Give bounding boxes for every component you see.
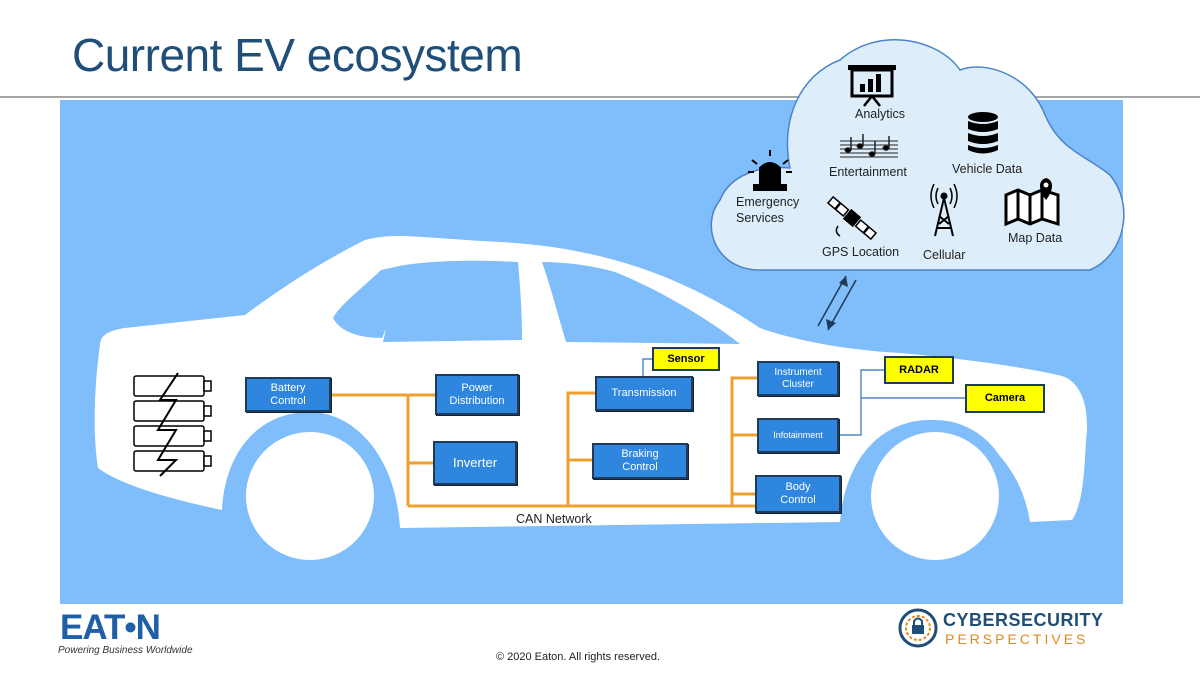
presentation-board-icon [848,65,896,107]
radar-box: RADAR [884,356,954,384]
cloud-label-cellular: Cellular [923,248,966,262]
cloud-label-emergency-services: Emergency Services [736,195,800,225]
cloud-label-gps-location: GPS Location [822,245,900,259]
downlink-arrow [827,279,857,331]
transmission-ecu: Transmission [595,376,693,411]
can-network-wiring [330,376,758,508]
sensor-box: Sensor [652,347,720,371]
instrument-cluster-ecu: Instrument Cluster [757,361,839,396]
rear-window [333,265,404,338]
front-wheel [859,420,1011,572]
database-icon [968,112,998,154]
music-notes-icon [840,134,898,158]
body-control-ecu: Body Control [755,475,841,513]
battery-control-ecu: Battery Control [245,377,331,412]
camera-box: Camera [965,384,1045,413]
copyright-footer: © 2020 Eaton. All rights reserved. [495,651,661,663]
map-pin-icon [1004,178,1060,227]
battery-pack-icon [133,372,212,477]
cell-tower-icon [930,183,958,237]
sensor-links [642,358,965,436]
braking-control-ecu: Braking Control [592,443,688,479]
cloud-label-map-data: Map Data [1008,231,1063,245]
siren-icon [748,150,792,191]
infotainment-ecu: Infotainment [757,418,839,453]
uplink-arrowhead [839,276,848,287]
title-divider [0,96,1200,98]
cloud-label-analytics: Analytics [855,107,906,121]
cybersecurity-logo-line2: PERSPECTIVES [945,631,1089,647]
uplink-arrow [817,275,847,327]
downlink-arrowhead [826,319,836,330]
cloud-label-vehicle-data: Vehicle Data [952,162,1023,176]
front-side-window [542,262,740,344]
rear-side-window [383,260,522,342]
rear-wheel [234,420,386,572]
eaton-logo: EAT•N [60,608,161,647]
eaton-tagline: Powering Business Worldwide [58,645,193,656]
inverter-ecu: Inverter [433,441,517,485]
power-distribution-ecu: Power Distribution [435,374,519,415]
can-network-label: CAN Network [516,512,592,526]
page-title: Current EV ecosystem [72,29,523,81]
cloud-label-entertainment: Entertainment [829,165,907,179]
cybersecurity-logo-line1: CYBERSECURITY [943,610,1104,630]
satellite-icon [826,195,878,241]
cybersecurity-emblem [898,608,938,648]
